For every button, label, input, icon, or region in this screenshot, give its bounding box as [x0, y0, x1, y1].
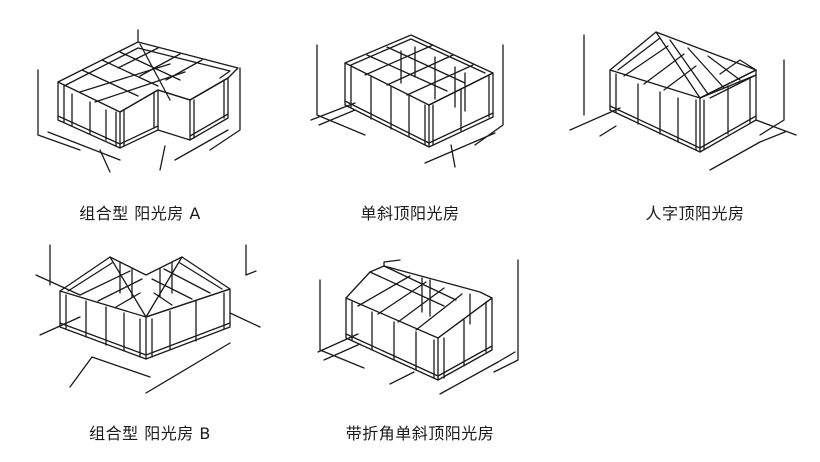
- caption-mono-pitch: 单斜顶阳光房: [360, 204, 460, 223]
- caption-mono-pitch-fold: 带折角单斜顶阳光房: [345, 424, 495, 443]
- caption-combo-b: 组合型 阳光房 B: [89, 424, 211, 443]
- drawing-mono-pitch: [310, 34, 504, 168]
- drawing-combo-b: [35, 244, 261, 394]
- drawing-combo-a: [37, 29, 241, 173]
- caption-gable: 人字顶阳光房: [645, 204, 745, 223]
- caption-combo-a: 组合型 阳光房 A: [79, 204, 201, 223]
- drawing-mono-pitch-fold: [317, 259, 519, 395]
- drawing-gable: [569, 31, 797, 171]
